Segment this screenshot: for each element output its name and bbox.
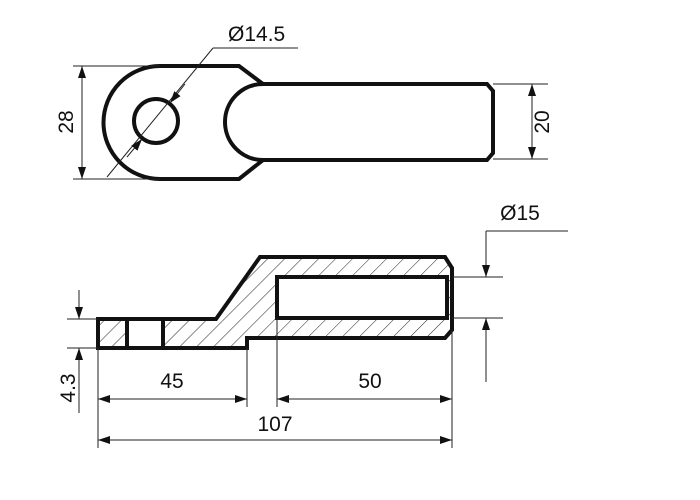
thickness-label: 4.3 — [57, 373, 80, 402]
total-length-label: 107 — [257, 413, 292, 436]
hole-arrow — [169, 83, 186, 104]
bore-depth-label: 50 — [358, 370, 381, 393]
hole-arrow — [126, 138, 143, 158]
top-view-outline — [101, 64, 495, 181]
bore-diameter-label: Ø15 — [500, 202, 540, 225]
eye-hole — [132, 97, 180, 145]
height-dimension-label: 28 — [55, 110, 78, 133]
flat-length-label: 45 — [160, 370, 183, 393]
shaft-width-label: 20 — [531, 110, 554, 133]
bore-section — [275, 275, 449, 320]
hole-leader-line — [106, 47, 214, 178]
hole-diameter-label: Ø14.5 — [228, 23, 285, 46]
eye-hole-section — [125, 319, 165, 348]
section-view: 4.3 45 50 107 Ø15 — [57, 202, 568, 448]
shaft-end-arc — [223, 82, 264, 162]
top-view: 28 Ø14.5 20 — [55, 23, 554, 181]
